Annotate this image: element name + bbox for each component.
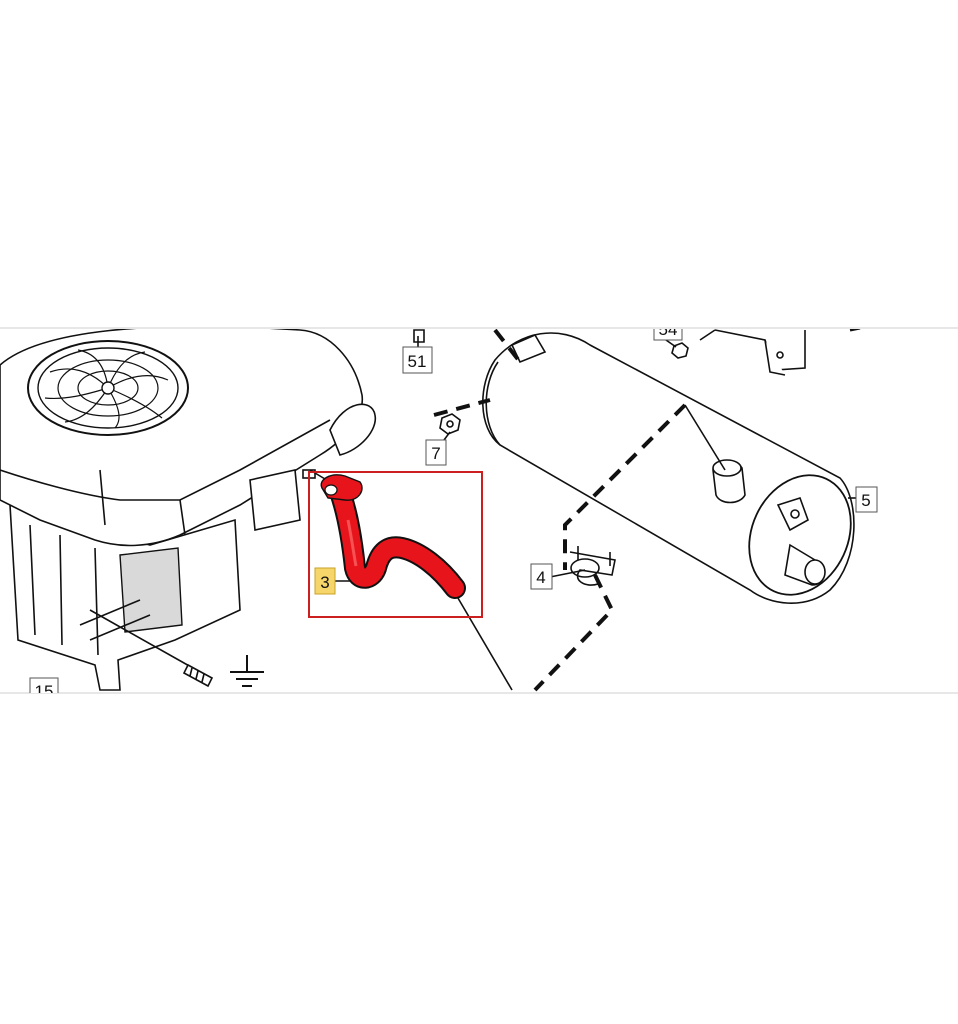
callout-7[interactable]: 7: [425, 439, 447, 466]
clamp-part: [569, 546, 616, 586]
callout-5[interactable]: 5: [855, 486, 878, 513]
ground-symbol-icon: [230, 655, 264, 687]
leader-lines: [335, 336, 856, 691]
callout-7-label: 7: [431, 444, 440, 463]
callout-4-label: 4: [536, 568, 545, 587]
callout-15-label: 15: [35, 682, 54, 701]
bolt-icon: [89, 609, 214, 688]
callout-54-label: 54: [659, 320, 678, 339]
callout-4[interactable]: 4: [530, 563, 553, 590]
assembly-dash-lines: [433, 329, 726, 692]
callout-51[interactable]: 51: [402, 346, 433, 374]
callout-3[interactable]: 3: [314, 567, 336, 595]
mounting-bracket: [699, 329, 861, 376]
callout-15[interactable]: 15: [29, 677, 59, 702]
callout-3-label: 3: [320, 573, 329, 592]
engine-assembly: [0, 329, 376, 691]
muffler: [482, 332, 855, 604]
callout-5-label: 5: [861, 491, 870, 510]
highlight-frame: [308, 471, 483, 618]
callout-54[interactable]: 54: [653, 318, 683, 341]
highlighted-exhaust-pipe: [320, 474, 466, 599]
diagram-panel: 51 7 5 4 3 54 15: [0, 318, 878, 702]
callout-51-label: 51: [408, 352, 427, 371]
